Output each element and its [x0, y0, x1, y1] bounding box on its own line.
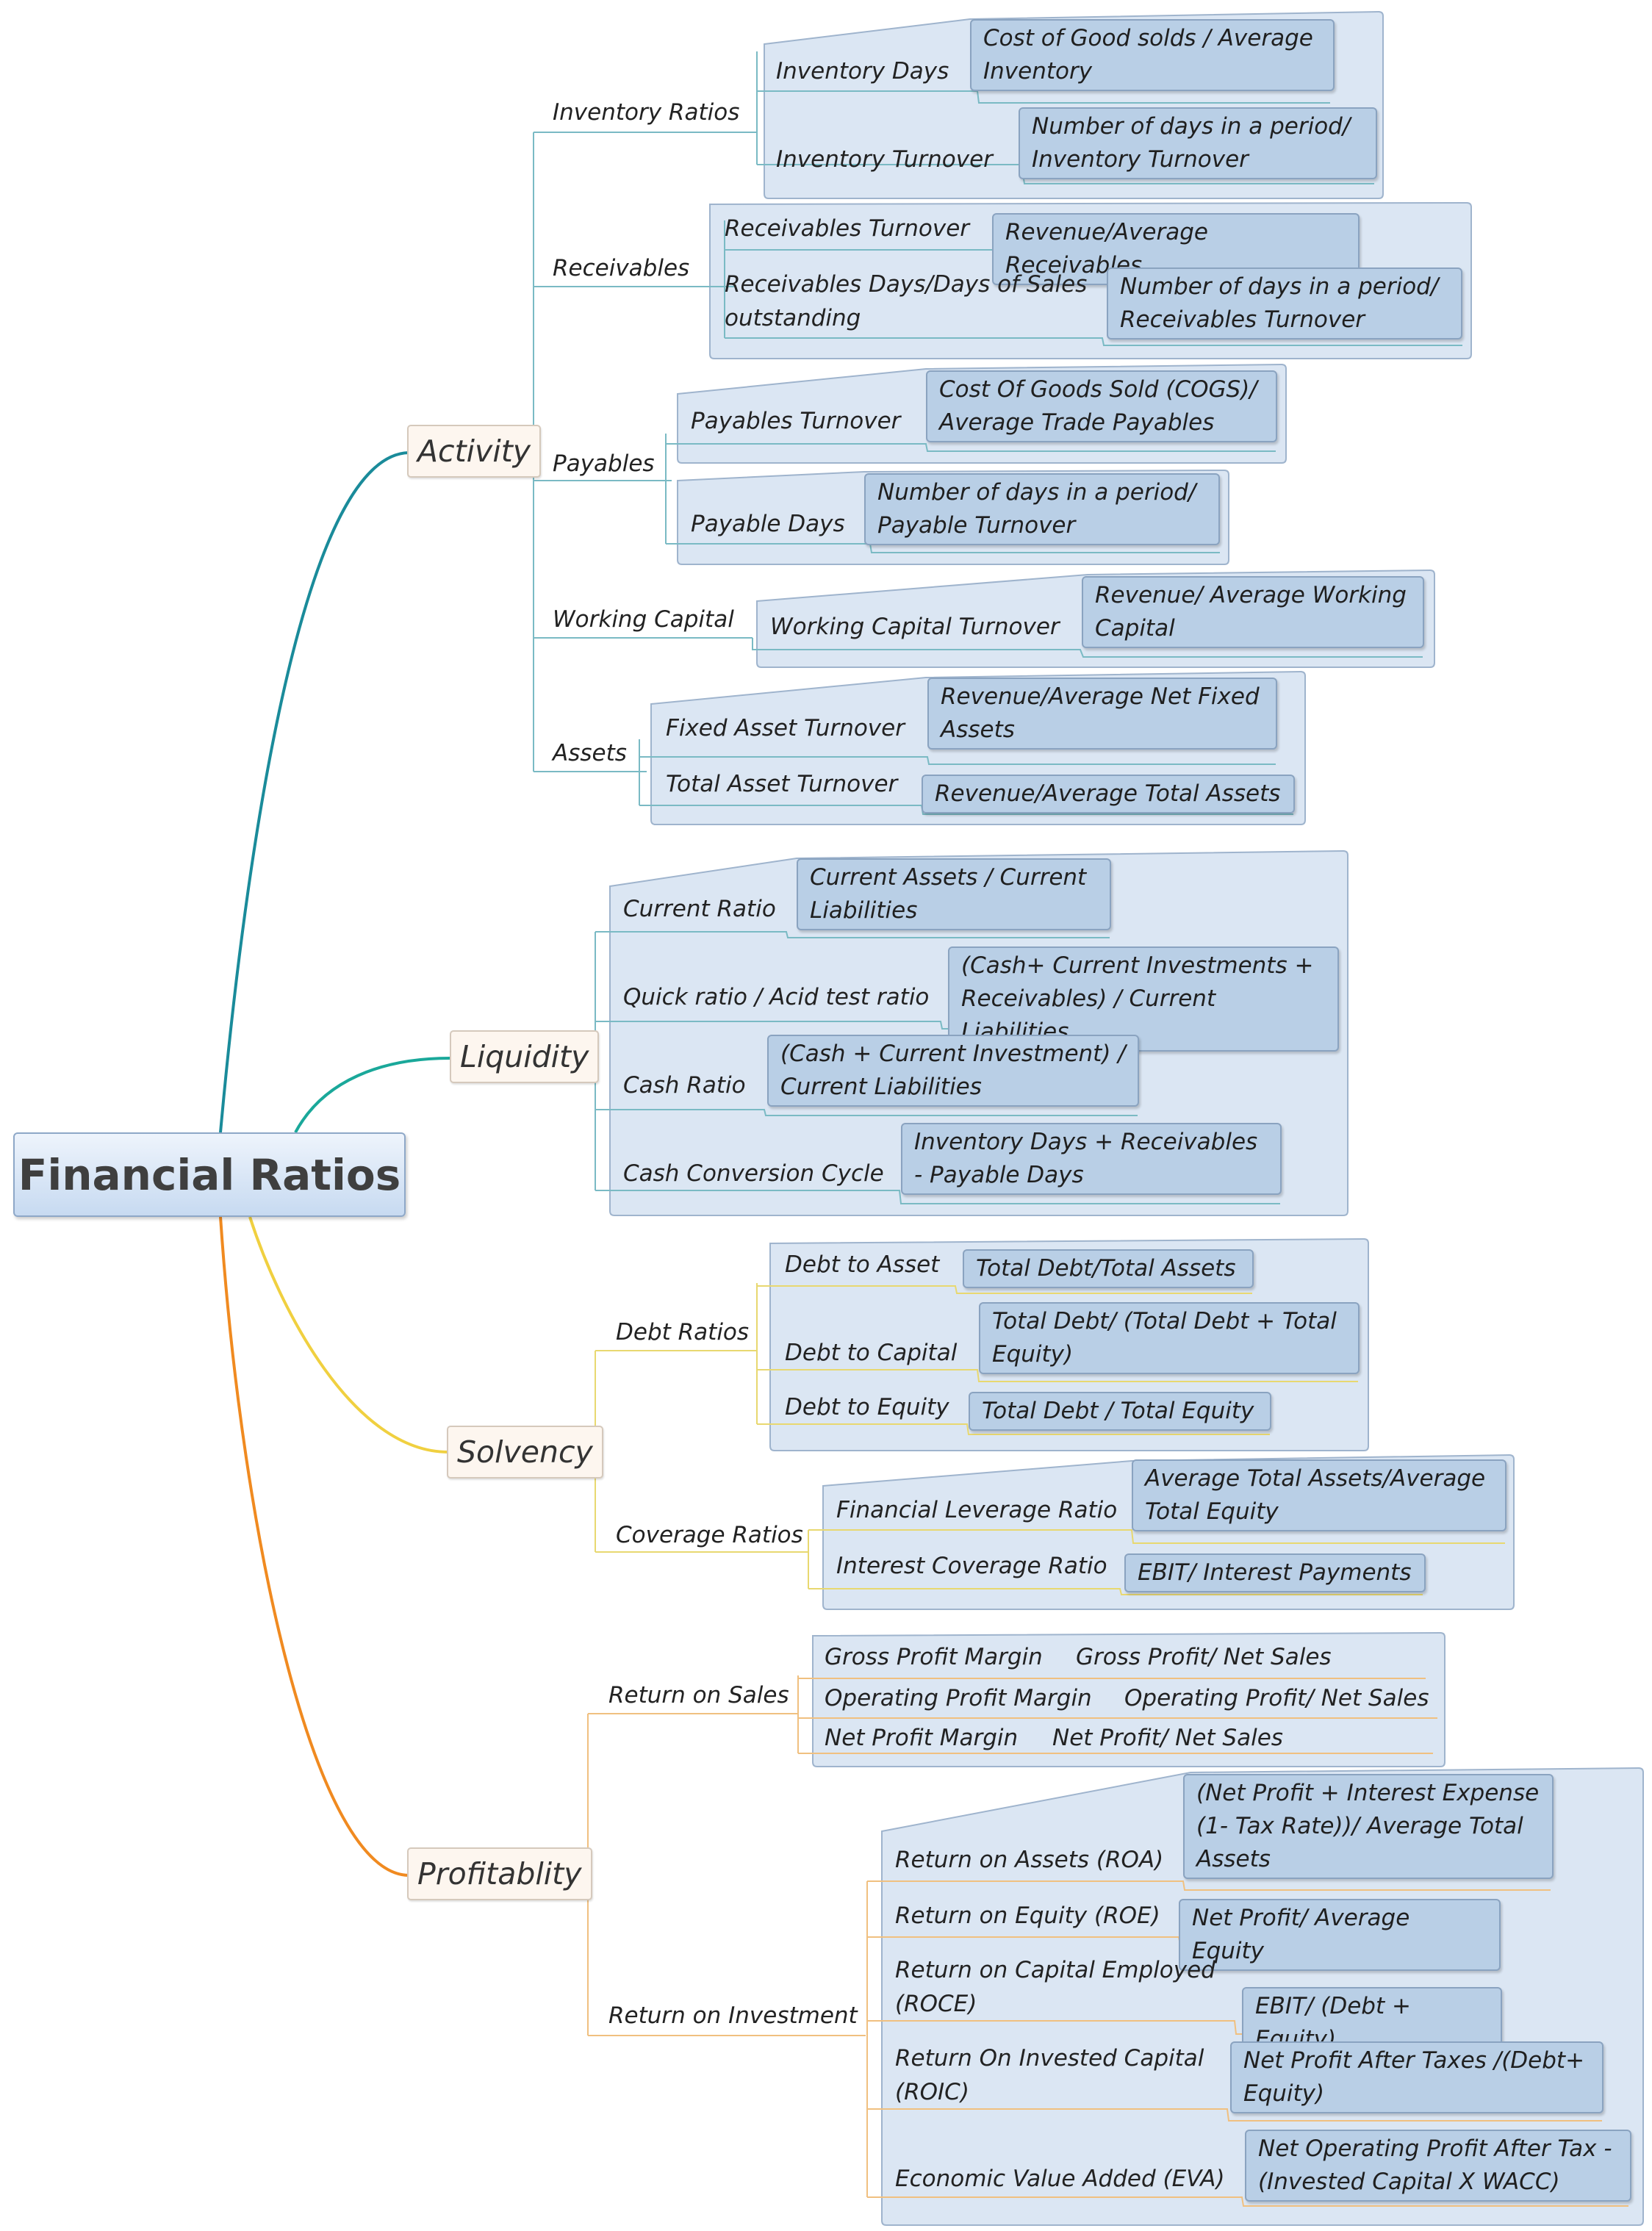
net-profit-margin-label[interactable]: Net Profit Margin [825, 1725, 1019, 1751]
quick-ratio-label[interactable]: Quick ratio / Acid test ratio [623, 984, 930, 1010]
operating-profit-margin-formula[interactable]: Operating Profit/ Net Sales [1124, 1685, 1429, 1711]
interest-coverage-ratio-formula[interactable]: EBIT/ Interest Payments [1124, 1553, 1426, 1592]
roe-formula[interactable]: Net Profit/ Average Equity [1179, 1899, 1501, 1971]
payable-days-formula[interactable]: Number of days in a period/ Payable Turn… [864, 473, 1220, 545]
inventory-turnover-formula[interactable]: Number of days in a period/ Inventory Tu… [1019, 107, 1377, 179]
cash-conversion-cycle-label[interactable]: Cash Conversion Cycle [623, 1160, 884, 1187]
financial-leverage-ratio-label[interactable]: Financial Leverage Ratio [836, 1497, 1118, 1523]
roa-label[interactable]: Return on Assets (ROA) [895, 1847, 1164, 1873]
roe-label[interactable]: Return on Equity (ROE) [895, 1903, 1160, 1929]
root-node[interactable]: Financial Ratios [13, 1132, 406, 1217]
receivables-turnover-label[interactable]: Receivables Turnover [725, 215, 970, 242]
working-capital-label[interactable]: Working Capital [553, 606, 734, 633]
inventory-days-label[interactable]: Inventory Days [776, 58, 949, 85]
return-on-sales-label[interactable]: Return on Sales [608, 1682, 789, 1709]
assets-label[interactable]: Assets [553, 740, 627, 766]
branch-solvency[interactable]: Solvency [447, 1426, 603, 1479]
interest-coverage-ratio-label[interactable]: Interest Coverage Ratio [836, 1553, 1107, 1579]
fixed-asset-turnover-label[interactable]: Fixed Asset Turnover [666, 715, 905, 741]
debt-ratios-label[interactable]: Debt Ratios [616, 1319, 750, 1346]
cash-ratio-formula[interactable]: (Cash + Current Investment) / Current Li… [767, 1035, 1139, 1107]
roa-formula[interactable]: (Net Profit + Interest Expense (1- Tax R… [1183, 1774, 1554, 1879]
working-capital-turnover-formula[interactable]: Revenue/ Average Working Capital [1082, 576, 1424, 648]
payables-turnover-formula[interactable]: Cost Of Goods Sold (COGS)/ Average Trade… [926, 370, 1277, 442]
eva-formula[interactable]: Net Operating Profit After Tax - (Invest… [1245, 2130, 1631, 2202]
payable-days-label[interactable]: Payable Days [691, 511, 845, 537]
inventory-days-formula[interactable]: Cost of Good solds / Average Inventory [970, 19, 1335, 91]
fixed-asset-turnover-formula[interactable]: Revenue/Average Net Fixed Assets [927, 678, 1277, 750]
current-ratio-label[interactable]: Current Ratio [623, 896, 776, 922]
coverage-ratios-label[interactable]: Coverage Ratios [616, 1522, 803, 1548]
debt-to-capital-formula[interactable]: Total Debt/ (Total Debt + Total Equity) [979, 1302, 1360, 1374]
total-asset-turnover-formula[interactable]: Revenue/Average Total Assets [922, 775, 1295, 813]
cash-ratio-label[interactable]: Cash Ratio [623, 1072, 746, 1099]
net-profit-margin-formula[interactable]: Net Profit/ Net Sales [1052, 1725, 1283, 1751]
total-asset-turnover-label[interactable]: Total Asset Turnover [666, 771, 898, 797]
branch-liquidity[interactable]: Liquidity [450, 1030, 600, 1083]
debt-to-equity-label[interactable]: Debt to Equity [785, 1394, 949, 1420]
branch-activity[interactable]: Activity [407, 425, 542, 478]
gross-profit-margin-formula[interactable]: Gross Profit/ Net Sales [1076, 1644, 1332, 1670]
inventory-turnover-label[interactable]: Inventory Turnover [776, 146, 993, 173]
debt-to-asset-formula[interactable]: Total Debt/Total Assets [963, 1249, 1254, 1288]
payables-turnover-label[interactable]: Payables Turnover [691, 408, 901, 434]
debt-to-equity-formula[interactable]: Total Debt / Total Equity [969, 1392, 1271, 1431]
current-ratio-formula[interactable]: Current Assets / Current Liabilities [797, 858, 1111, 930]
receivables-days-formula[interactable]: Number of days in a period/ Receivables … [1107, 267, 1462, 340]
receivables-label[interactable]: Receivables [553, 255, 690, 281]
cash-conversion-cycle-formula[interactable]: Inventory Days + Receivables - Payable D… [901, 1123, 1282, 1195]
debt-to-capital-label[interactable]: Debt to Capital [785, 1340, 958, 1366]
receivables-days-label[interactable]: Receivables Days/Days of Sales outstandi… [725, 271, 1088, 331]
working-capital-turnover-label[interactable]: Working Capital Turnover [770, 614, 1060, 640]
gross-profit-margin-label[interactable]: Gross Profit Margin [825, 1644, 1043, 1670]
branch-profitability[interactable]: Profitablity [407, 1847, 592, 1900]
inventory-ratios-label[interactable]: Inventory Ratios [553, 99, 740, 126]
roce-label[interactable]: Return on Capital Employed (ROCE) [895, 1957, 1215, 2017]
operating-profit-margin-label[interactable]: Operating Profit Margin [825, 1685, 1092, 1711]
financial-leverage-ratio-formula[interactable]: Average Total Assets/Average Total Equit… [1132, 1459, 1506, 1531]
debt-to-asset-label[interactable]: Debt to Asset [785, 1251, 940, 1278]
return-on-investment-label[interactable]: Return on Investment [608, 2002, 858, 2029]
roic-formula[interactable]: Net Profit After Taxes /(Debt+ Equity) [1230, 2041, 1603, 2113]
roic-label[interactable]: Return On Invested Capital (ROIC) [895, 2045, 1204, 2105]
payables-label[interactable]: Payables [553, 450, 655, 477]
eva-label[interactable]: Economic Value Added (EVA) [895, 2166, 1225, 2192]
